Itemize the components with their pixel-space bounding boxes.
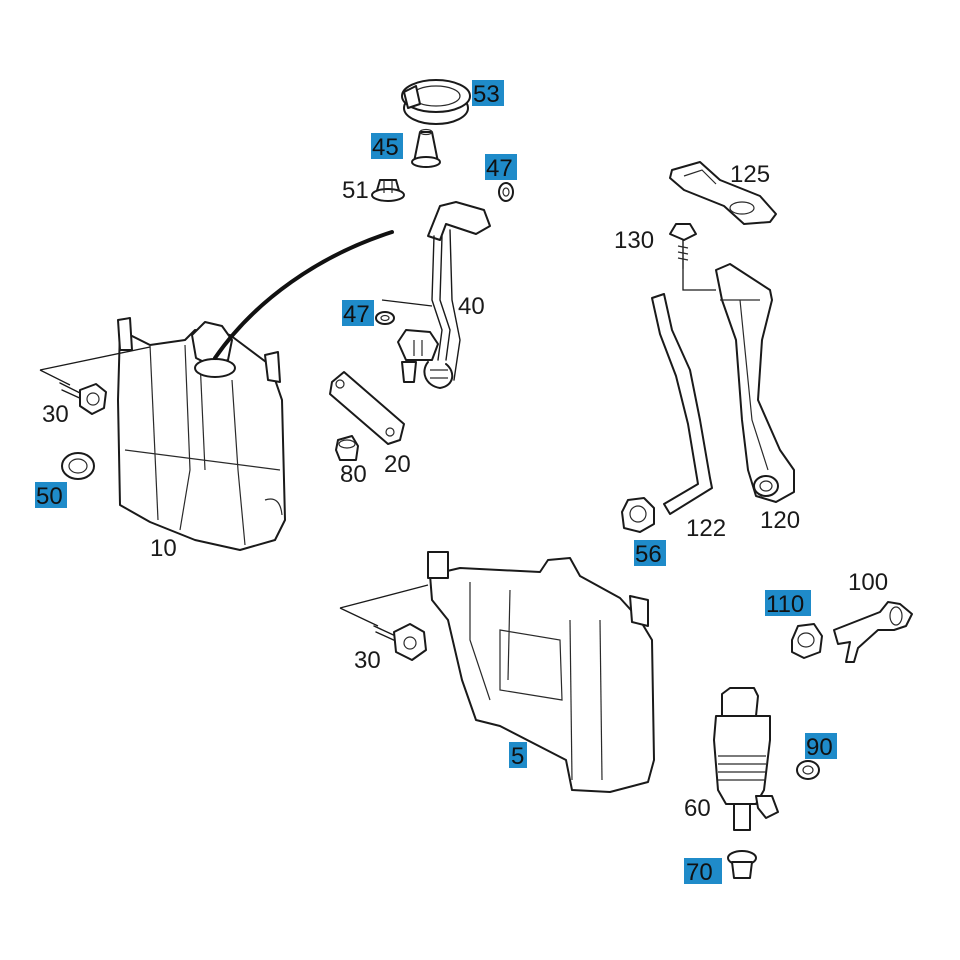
callout-47-upper[interactable]: 47: [485, 154, 517, 182]
callout-47-lower[interactable]: 47: [342, 300, 374, 328]
svg-text:110: 110: [766, 591, 804, 618]
part-130-screw[interactable]: [669, 223, 697, 269]
part-47-ring-lower[interactable]: [375, 311, 395, 325]
part-120-filler-neck[interactable]: [715, 263, 795, 503]
callout-50[interactable]: 50: [35, 482, 67, 510]
part-80-plug[interactable]: [335, 435, 359, 461]
callout-5[interactable]: 5: [509, 742, 527, 770]
callout-122[interactable]: 122: [686, 515, 726, 542]
svg-text:47: 47: [486, 155, 513, 182]
svg-text:50: 50: [36, 483, 63, 510]
callout-56[interactable]: 56: [634, 540, 666, 568]
part-47-ring-upper[interactable]: [498, 182, 514, 202]
callout-130[interactable]: 130: [614, 227, 654, 254]
part-122-hose[interactable]: [651, 293, 713, 515]
callout-90[interactable]: 90: [805, 733, 837, 761]
part-125-gasket[interactable]: [669, 161, 777, 225]
part-70-grommet[interactable]: [727, 850, 757, 879]
leader-30-lower: [339, 584, 429, 627]
svg-text:56: 56: [635, 541, 662, 568]
callout-53[interactable]: 53: [472, 80, 504, 108]
callout-125[interactable]: 125: [730, 161, 770, 188]
callout-10[interactable]: 10: [150, 535, 177, 562]
callout-40[interactable]: 40: [458, 293, 485, 320]
callout-30-lower[interactable]: 30: [354, 647, 381, 674]
svg-text:90: 90: [806, 734, 833, 761]
part-50-seal-ring[interactable]: [61, 452, 95, 480]
part-5-lower-reservoir[interactable]: [427, 551, 655, 793]
part-60-washer-pump[interactable]: [713, 687, 779, 831]
part-51-cap[interactable]: [371, 179, 405, 202]
callout-120[interactable]: 120: [760, 507, 800, 534]
part-90-seal[interactable]: [796, 760, 820, 780]
part-40-hose-assembly[interactable]: [397, 201, 491, 389]
callout-20[interactable]: 20: [384, 451, 411, 478]
leader-130: [682, 268, 716, 291]
part-53-hose-clamp[interactable]: [401, 79, 471, 125]
callout-70[interactable]: 70: [684, 858, 722, 886]
callout-100[interactable]: 100: [848, 569, 888, 596]
part-30-screw-upper[interactable]: [59, 382, 107, 415]
part-56-grommet[interactable]: [621, 497, 655, 533]
part-45-grommet[interactable]: [411, 128, 441, 168]
svg-text:45: 45: [372, 134, 399, 161]
part-10-reservoir-tank[interactable]: [117, 317, 286, 551]
leader-47-lower: [381, 299, 433, 307]
part-100-connector[interactable]: [833, 601, 913, 663]
part-30-screw-lower[interactable]: [373, 623, 427, 661]
part-110-plug[interactable]: [791, 623, 823, 659]
callout-30-upper[interactable]: 30: [42, 401, 69, 428]
svg-text:5: 5: [511, 743, 524, 770]
leader-30-upper: [39, 346, 151, 386]
svg-text:70: 70: [686, 859, 713, 886]
svg-text:47: 47: [343, 301, 370, 328]
callout-80[interactable]: 80: [340, 461, 367, 488]
hose-line: [213, 230, 394, 360]
callout-60[interactable]: 60: [684, 795, 711, 822]
callout-45[interactable]: 45: [371, 133, 403, 161]
svg-text:53: 53: [473, 81, 500, 108]
callout-110[interactable]: 110: [765, 590, 811, 618]
part-20-bracket[interactable]: [329, 371, 405, 445]
callout-51[interactable]: 51: [342, 177, 369, 204]
